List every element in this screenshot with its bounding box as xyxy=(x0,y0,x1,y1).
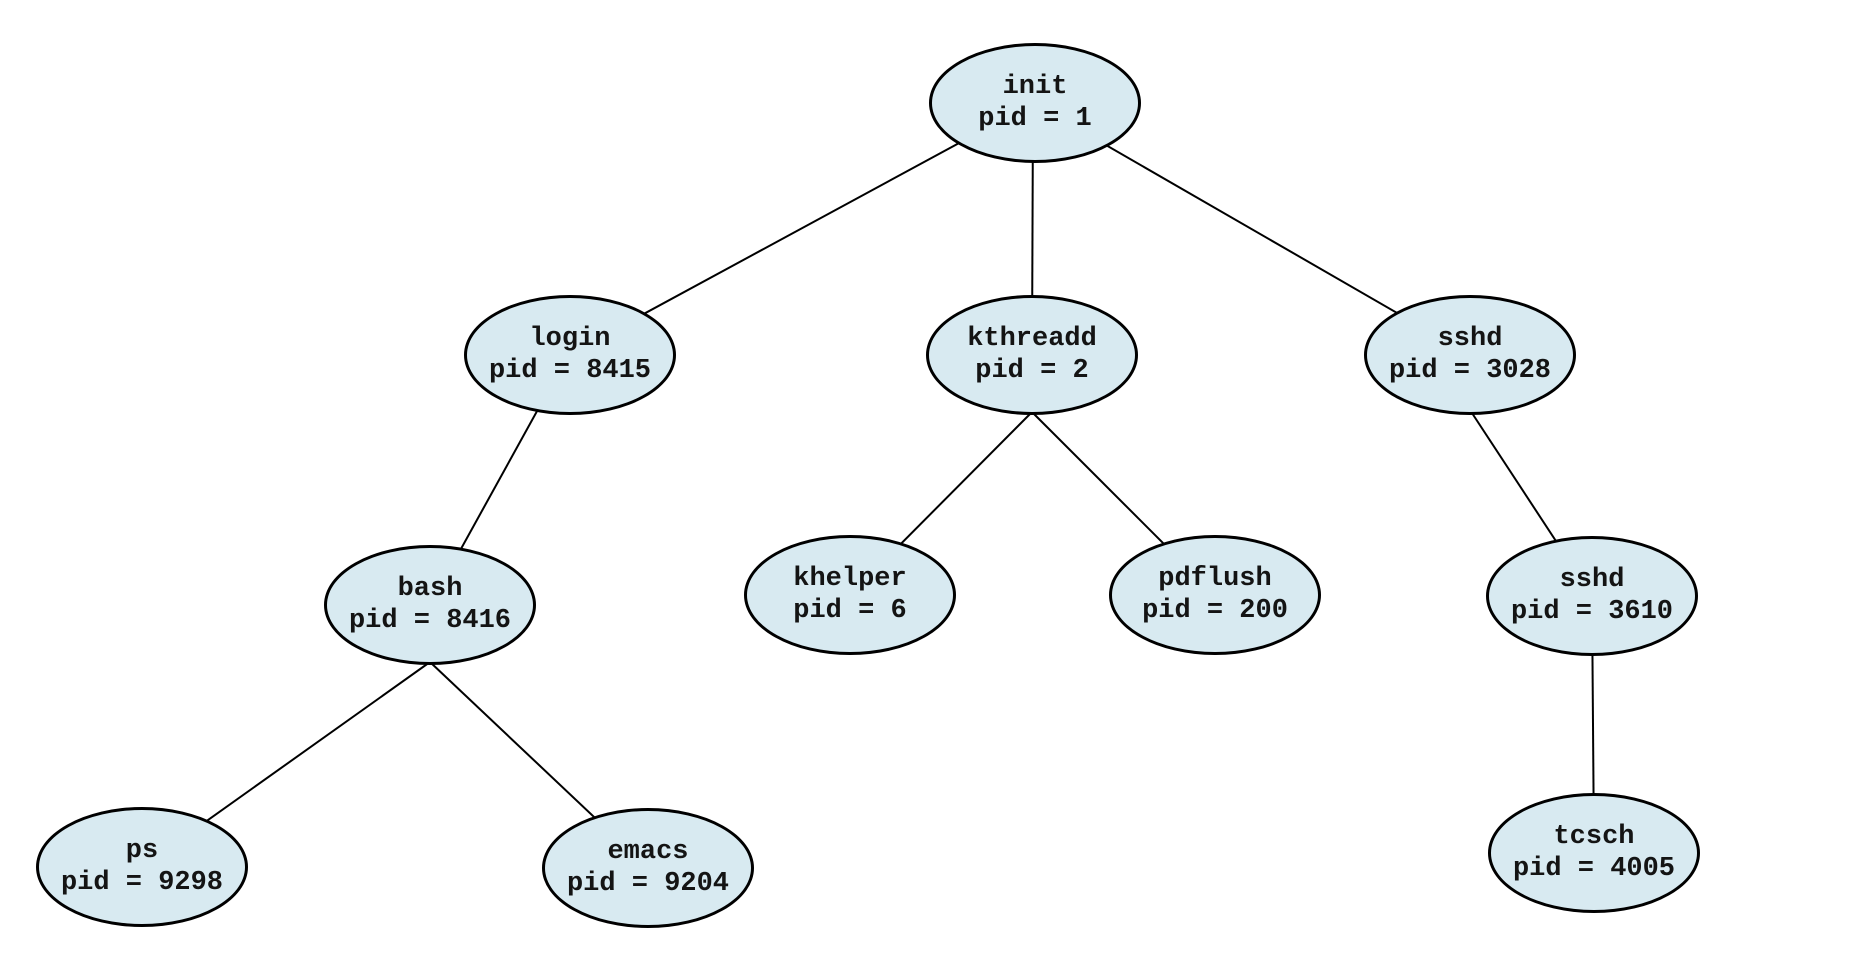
node-sshd-3610: sshd pid = 3610 xyxy=(1486,536,1698,656)
process-name: sshd xyxy=(1437,324,1503,354)
process-name: login xyxy=(529,324,611,354)
process-name: ps xyxy=(125,836,159,866)
process-pid: pid = 6 xyxy=(793,596,907,626)
process-name: sshd xyxy=(1559,565,1625,595)
process-name: khelper xyxy=(793,564,907,594)
process-pid: pid = 8416 xyxy=(348,606,512,636)
node-ps: ps pid = 9298 xyxy=(36,807,248,927)
process-name: kthreadd xyxy=(967,324,1097,354)
node-tcsch: tcsch pid = 4005 xyxy=(1488,793,1700,913)
process-pid: pid = 3028 xyxy=(1388,356,1552,386)
node-bash: bash pid = 8416 xyxy=(324,545,536,665)
node-login: login pid = 8415 xyxy=(464,295,676,415)
node-khelper: khelper pid = 6 xyxy=(744,535,956,655)
process-pid: pid = 4005 xyxy=(1512,854,1676,884)
process-name: tcsch xyxy=(1553,822,1635,852)
node-init: init pid = 1 xyxy=(929,43,1141,163)
node-kthreadd: kthreadd pid = 2 xyxy=(926,295,1138,415)
process-pid: pid = 2 xyxy=(975,356,1089,386)
process-name: init xyxy=(1002,72,1068,102)
process-name: pdflush xyxy=(1158,564,1272,594)
process-pid: pid = 3610 xyxy=(1510,597,1674,627)
process-pid: pid = 200 xyxy=(1142,596,1288,626)
process-pid: pid = 8415 xyxy=(488,356,652,386)
node-pdflush: pdflush pid = 200 xyxy=(1109,535,1321,655)
node-sshd-3028: sshd pid = 3028 xyxy=(1364,295,1576,415)
process-pid: pid = 9298 xyxy=(60,868,224,898)
process-pid: pid = 1 xyxy=(978,104,1092,134)
node-emacs: emacs pid = 9204 xyxy=(542,808,754,928)
process-name: bash xyxy=(397,574,463,604)
process-pid: pid = 9204 xyxy=(566,869,730,899)
process-name: emacs xyxy=(607,837,689,867)
